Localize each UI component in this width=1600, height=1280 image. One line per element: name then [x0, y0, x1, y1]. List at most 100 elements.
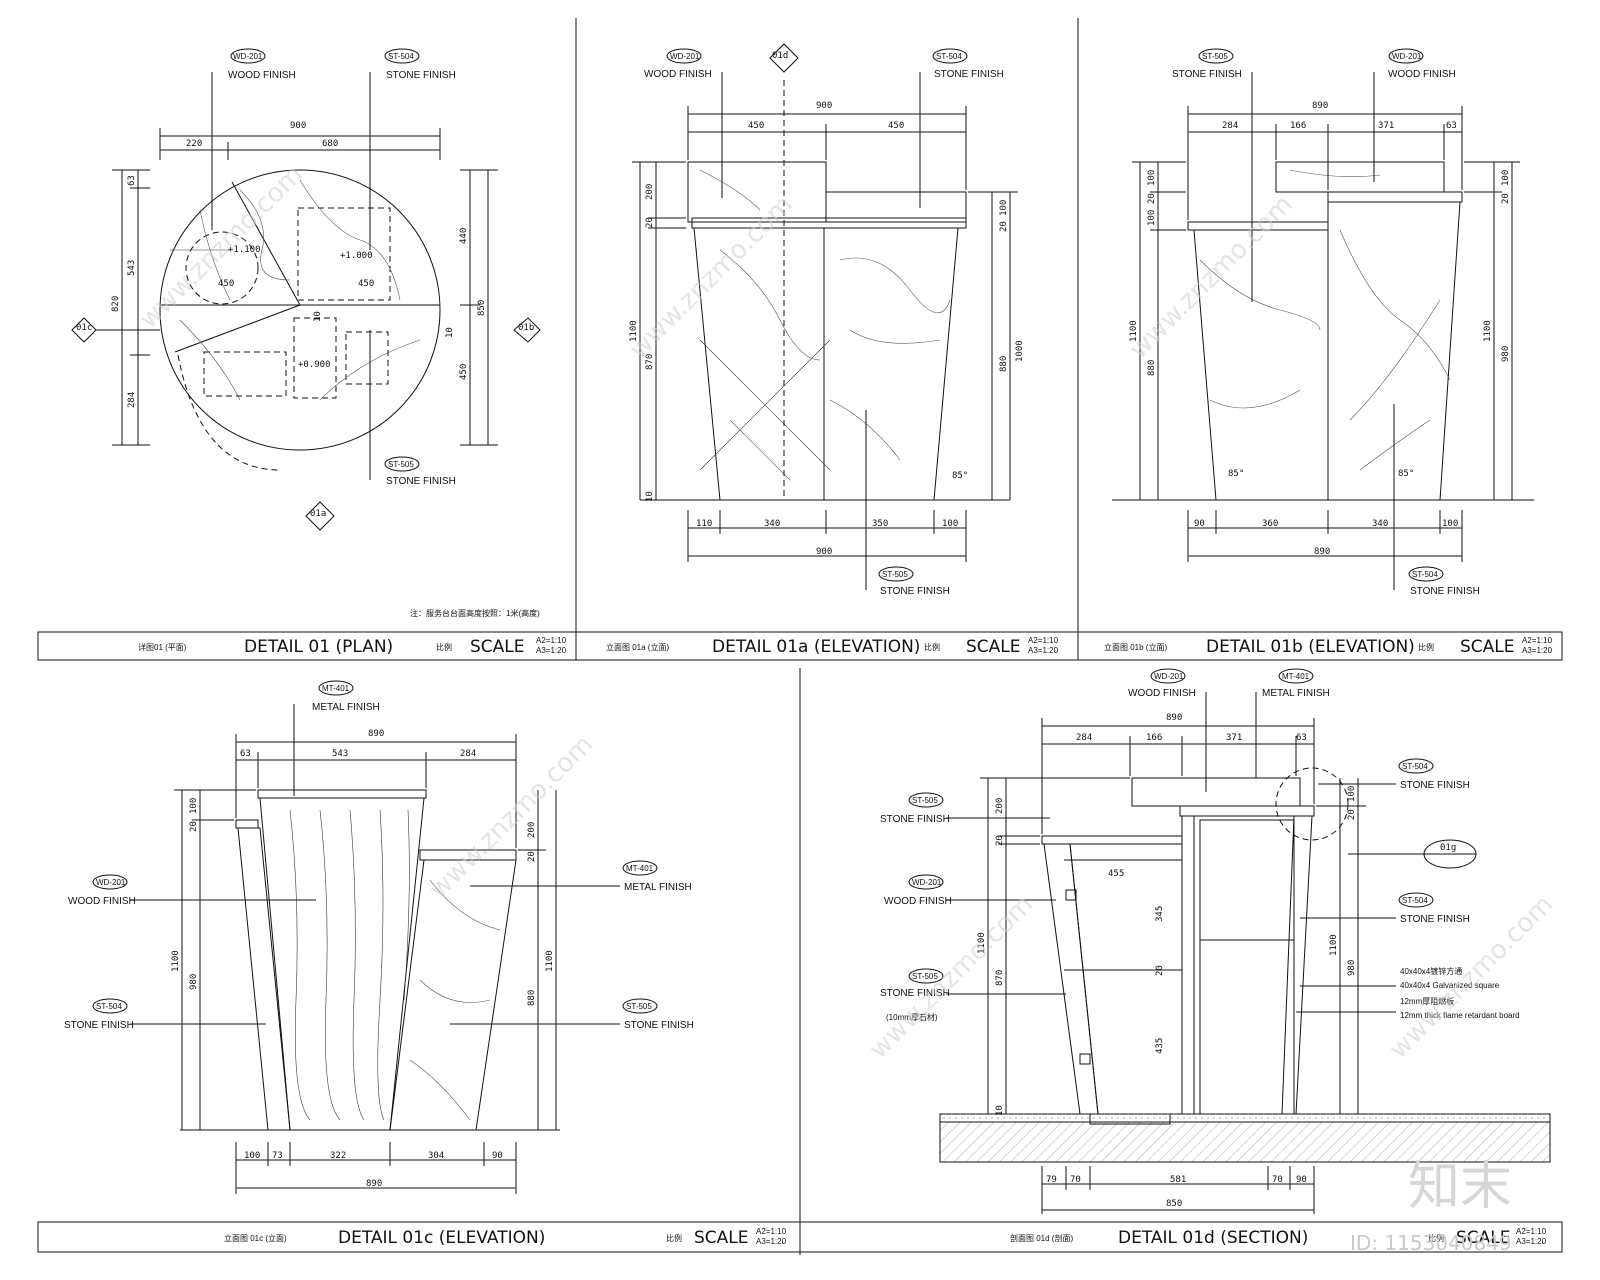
c-dim-304: 304 [428, 1151, 444, 1161]
section-marker-01d[interactable]: 01d [769, 43, 799, 73]
s-tag-st505-a: ST-505 STONE FINISH [880, 792, 1050, 825]
brand-id: ID: 1153040849 [1350, 1231, 1512, 1255]
dim-543: 543 [127, 260, 137, 276]
marker-01d-label: 01d [772, 51, 788, 61]
detail-marker-01g[interactable]: 01g [1348, 839, 1477, 869]
s-tag-wd201-top-code: WD-201 [1154, 672, 1184, 681]
title-bar-p4: 立面图 01c (立面) DETAIL 01c (ELEVATION) 比例 S… [224, 1227, 787, 1248]
p4-cnscale: 比例 [666, 1233, 682, 1243]
s-dim-r1100: 1100 [1329, 934, 1339, 956]
p1-cnscale: 比例 [436, 642, 452, 652]
c-dim-l980: 980 [189, 974, 199, 990]
dim-63: 63 [127, 175, 137, 186]
section-marker-01c[interactable]: 01c [71, 317, 160, 343]
a-dim-r880: 880 [999, 356, 1009, 372]
b-dim-l880: 880 [1147, 360, 1157, 376]
b-angle-2: 85° [1398, 469, 1414, 479]
s-tag-st505-b-code: ST-505 [912, 972, 938, 981]
c-tag-mt401-top: MT-401 METAL FINISH [293, 680, 380, 796]
a-tag-wd201-code: WD-201 [670, 52, 700, 61]
c-dim-r880: 880 [527, 990, 537, 1006]
dim-820: 820 [111, 296, 121, 312]
dim-440: 440 [459, 228, 469, 244]
a-dim-100: 100 [942, 519, 958, 529]
c-tag-mt401-side-name: METAL FINISH [624, 882, 692, 893]
tag-st504: ST-504 [388, 52, 414, 61]
s-dim-90: 90 [1296, 1175, 1307, 1185]
p3-r1: A2=1:10 [1522, 636, 1553, 645]
dim-inner-450a: 450 [218, 279, 234, 289]
section-marker-01a[interactable]: 01a [305, 501, 335, 531]
p3-title: DETAIL 01b (ELEVATION) [1206, 637, 1415, 657]
c-dim-l20: 20 [189, 821, 199, 832]
a-dim-r1000: 1000 [1015, 340, 1025, 362]
marker-01b-label: 01b [518, 323, 534, 333]
level-1000: +1.000 [340, 251, 373, 261]
watermark-4: www.znzmo.com [424, 730, 599, 905]
b-dim-90: 90 [1194, 519, 1205, 529]
title-bar-p5: 剖面图 01d (剖面) DETAIL 01d (SECTION) 比例 SCA… [1010, 1227, 1547, 1248]
b-tag-st505-code: ST-505 [1202, 52, 1228, 61]
c-dim-l100: 100 [189, 798, 199, 814]
c-dim-284: 284 [460, 749, 476, 759]
p5-r2: A3=1:20 [1516, 1237, 1547, 1246]
p1-r1: A2=1:10 [536, 636, 567, 645]
p3-cnscale: 比例 [1418, 642, 1434, 652]
c-tag-st504-code: ST-504 [96, 1002, 122, 1011]
p4-r2: A3=1:20 [756, 1237, 787, 1246]
a-dim-450b: 450 [888, 121, 904, 131]
s-tag-wd201-side: WD-201 WOOD FINISH [884, 874, 1056, 907]
dim-inner-450b: 450 [358, 279, 374, 289]
p4-cn: 立面图 01c (立面) [224, 1233, 287, 1243]
a-dim-l870: 870 [645, 354, 655, 370]
s-tag-st505-b-note: (10mm厚石材) [886, 1012, 938, 1022]
dim-220: 220 [186, 139, 202, 149]
s-tag-mt401-top-name: METAL FINISH [1262, 688, 1330, 699]
watermark-5: www.znzmo.com [864, 890, 1039, 1065]
b-tag-wd201: WD-201 WOOD FINISH [1373, 48, 1456, 182]
s-dim-20: 20 [1155, 965, 1165, 976]
p1-cn: 详图01 (平面) [138, 642, 187, 652]
a-tag-st504-name: STONE FINISH [934, 69, 1004, 80]
p1-title: DETAIL 01 (PLAN) [244, 637, 393, 657]
a-tag-st505: ST-505 STONE FINISH [865, 410, 950, 597]
s-dim-890: 890 [1166, 713, 1182, 723]
s-dim-l20: 20 [995, 835, 1005, 846]
b-dim-63: 63 [1446, 121, 1457, 131]
s-tag-mt401-top-code: MT-401 [1282, 672, 1310, 681]
s-tag-st505-a-name: STONE FINISH [880, 814, 950, 825]
title-bar-p3: 立面图 01b (立面) DETAIL 01b (ELEVATION) 比例 S… [1104, 636, 1553, 657]
s-dim-345: 345 [1155, 906, 1165, 922]
s-dim-79: 79 [1046, 1175, 1057, 1185]
b-dim-l1100: 1100 [1129, 320, 1139, 342]
c-dim-63: 63 [240, 749, 251, 759]
s-tag-st504-b-code: ST-504 [1402, 896, 1428, 905]
tag-st504-name: STONE FINISH [386, 70, 456, 81]
p1-r2: A3=1:20 [536, 646, 567, 655]
p5-cn: 剖面图 01d (剖面) [1010, 1233, 1073, 1243]
c-dim-90: 90 [492, 1151, 503, 1161]
s-dim-850: 850 [1166, 1199, 1182, 1209]
c-dim-890b: 890 [366, 1179, 382, 1189]
section-marker-01b[interactable]: 01b [513, 317, 541, 343]
dim-900: 900 [290, 121, 306, 131]
c-dim-890: 890 [368, 729, 384, 739]
b-tag-wd201-name: WOOD FINISH [1388, 69, 1456, 80]
b-angle-1: 85° [1228, 469, 1244, 479]
p3-r2: A3=1:20 [1522, 646, 1553, 655]
s-dim-r20: 20 [1347, 809, 1357, 820]
watermark-1: www.znzmo.com [134, 160, 309, 335]
plan-tag-wd201: WD-201 WOOD FINISH [211, 48, 296, 230]
s-dim-166: 166 [1146, 733, 1162, 743]
s-notes: 40x40x4镀锌方通 40x40x4 Galvanized square 12… [1296, 966, 1520, 1020]
plan-view: 900 220 680 63 543 820 284 440 850 450 4… [71, 48, 541, 618]
plan-tag-st505: ST-505 STONE FINISH [369, 330, 456, 487]
c-dim-73: 73 [272, 1151, 283, 1161]
p4-scale: SCALE [694, 1228, 749, 1248]
p2-scale: SCALE [966, 637, 1021, 657]
c-tag-wd201-name: WOOD FINISH [68, 896, 136, 907]
dim-inner-10a: 10 [313, 311, 323, 322]
b-dim-890b: 890 [1314, 547, 1330, 557]
watermark-layer: www.znzmo.com www.znzmo.com www.znzmo.co… [134, 160, 1559, 1065]
